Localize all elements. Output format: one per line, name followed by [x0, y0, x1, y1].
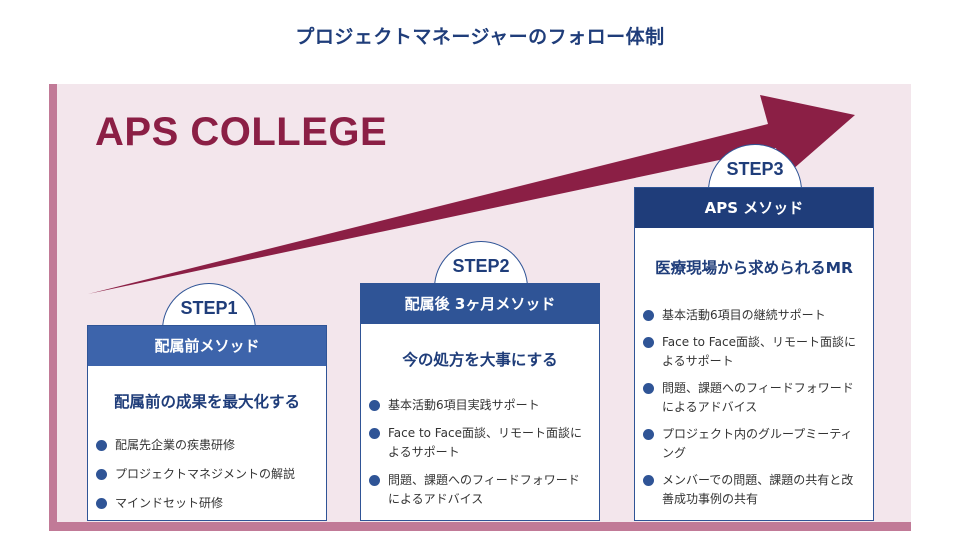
step2-bullet-list: 基本活動6項目実践サポート Face to Face面談、リモート面談によるサポ…	[369, 396, 587, 509]
list-item: Face to Face面談、リモート面談によるサポート	[369, 424, 587, 462]
step1-label: STEP1	[180, 298, 238, 318]
step3-subtitle: 医療現場から求められるMR	[655, 259, 853, 277]
step1-subtitle: 配属前の成果を最大化する	[113, 393, 300, 411]
step1-header: 配属前メソッド	[88, 326, 326, 366]
step3-bullet-list: 基本活動6項目の継続サポート Face to Face面談、リモート面談によるサ…	[643, 306, 861, 509]
step1-card: 配属前メソッド 配属前の成果を最大化する 配属先企業の疾患研修 プロジェクトマネ…	[87, 325, 327, 521]
step2-card: 配属後 3ヶ月メソッド 今の処方を大事にする 基本活動6項目実践サポート Fac…	[360, 283, 600, 521]
step2-header: 配属後 3ヶ月メソッド	[361, 284, 599, 324]
step3-tab: STEP3	[708, 144, 802, 192]
step2-label: STEP2	[452, 256, 510, 276]
list-item: 基本活動6項目の継続サポート	[643, 306, 861, 325]
growth-arrow-shape	[88, 95, 855, 294]
list-item: Face to Face面談、リモート面談によるサポート	[643, 333, 861, 371]
step1-bullet-list: 配属先企業の疾患研修 プロジェクトマネジメントの解説 マインドセット研修	[96, 436, 326, 513]
panel-left-border	[49, 84, 57, 531]
step3-header: APS メソッド	[635, 188, 873, 228]
college-title: APS COLLEGE	[95, 110, 388, 154]
list-item: メンバーでの問題、課題の共有と改善成功事例の共有	[643, 471, 861, 509]
panel-bottom-border	[49, 522, 911, 531]
page-title: プロジェクトマネージャーのフォロー体制	[295, 26, 665, 48]
list-item: 配属先企業の疾患研修	[96, 436, 326, 455]
step3-card: APS メソッド 医療現場から求められるMR 基本活動6項目の継続サポート Fa…	[634, 187, 874, 521]
list-item: マインドセット研修	[96, 494, 326, 513]
list-item: 問題、課題へのフィードフォワードによるアドバイス	[643, 379, 861, 417]
step3-label: STEP3	[726, 159, 784, 179]
list-item: 問題、課題へのフィードフォワードによるアドバイス	[369, 471, 587, 509]
list-item: プロジェクト内のグループミーティング	[643, 425, 861, 463]
list-item: プロジェクトマネジメントの解説	[96, 465, 326, 484]
step2-subtitle: 今の処方を大事にする	[402, 351, 558, 369]
list-item: 基本活動6項目実践サポート	[369, 396, 587, 415]
